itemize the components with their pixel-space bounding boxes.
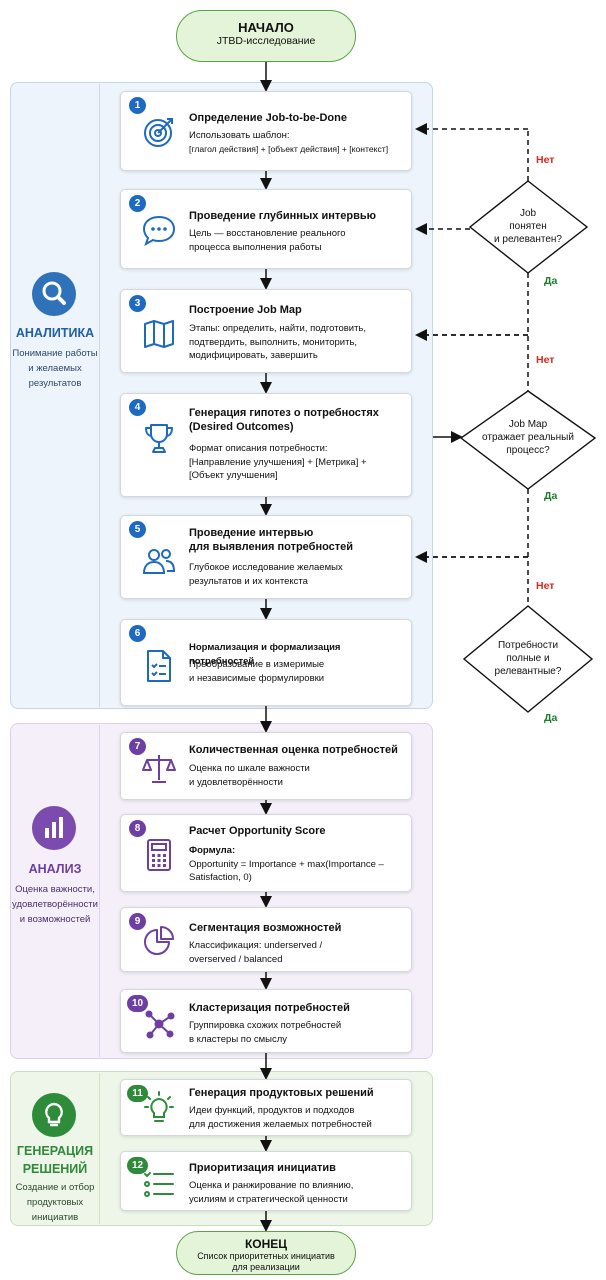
step-description: Оценка и ранжирование по влиянию,усилиям… bbox=[189, 1180, 354, 1205]
decision-yes-label: Да bbox=[544, 490, 558, 502]
decision-no-label: Нет bbox=[536, 354, 555, 366]
step-title: Проведение глубинных интервью bbox=[189, 210, 376, 222]
step-number: 8 bbox=[129, 820, 146, 837]
step-number: 2 bbox=[129, 195, 146, 212]
section-divider bbox=[99, 1073, 100, 1224]
target-icon bbox=[144, 118, 173, 147]
step-card-4: 4 Генерация гипотез о потребностях(Desir… bbox=[120, 393, 412, 497]
decision-diamond-2 bbox=[459, 390, 597, 490]
idea-lightbulb-icon bbox=[144, 1091, 174, 1122]
step-title: Генерация продуктовых решений bbox=[189, 1087, 374, 1099]
step-description: Формат описания потребности:[Направление… bbox=[189, 443, 367, 481]
decision-no-label: Нет bbox=[536, 154, 555, 166]
step-card-11: 11 Генерация продуктовых решений Идеи фу… bbox=[120, 1079, 412, 1136]
people-icon bbox=[142, 549, 176, 574]
analysis-bar-chart-icon bbox=[32, 806, 76, 850]
network-cluster-icon bbox=[145, 1010, 175, 1039]
step-card-1: 1 Определение Job-to-be-Done Использоват… bbox=[120, 91, 412, 171]
step-number: 10 bbox=[127, 995, 148, 1012]
step-card-12: 12 Приоритизация инициатив Оценка и ранж… bbox=[120, 1151, 412, 1211]
section-title: АНАЛИЗ bbox=[28, 862, 82, 876]
step-title: Расчет Opportunity Score bbox=[189, 825, 326, 837]
step-title: Генерация гипотез о потребностях(Desired… bbox=[189, 407, 379, 433]
step-title: Сегментация возможностей bbox=[189, 922, 342, 934]
step-title: Приоритизация инициатив bbox=[189, 1162, 336, 1174]
checklist-document-icon bbox=[147, 650, 171, 682]
decision-no-label: Нет bbox=[536, 580, 555, 592]
step-card-7: 7 Количественная оценка потребностей Оце… bbox=[120, 732, 412, 800]
step-number: 9 bbox=[129, 913, 146, 930]
step-card-6: 6 Нормализация и формализация потребност… bbox=[120, 619, 412, 706]
step-description: Этапы: определить, найти, подготовить,по… bbox=[189, 323, 367, 361]
decision-yes-label: Да bbox=[544, 712, 558, 724]
step-title: Количественная оценка потребностей bbox=[189, 744, 398, 756]
step-number: 3 bbox=[129, 295, 146, 312]
step-description: Классификация: underserved /overserved /… bbox=[189, 940, 323, 965]
step-number: 5 bbox=[129, 521, 146, 538]
map-icon bbox=[144, 320, 174, 348]
decision-yes-label: Да bbox=[544, 275, 558, 287]
step-number: 12 bbox=[127, 1157, 148, 1174]
decision-diamond-1 bbox=[468, 180, 589, 274]
scales-icon bbox=[142, 755, 176, 783]
list-icon bbox=[144, 1172, 174, 1197]
analytics-magnifier-icon bbox=[32, 272, 76, 316]
step-number: 4 bbox=[129, 399, 146, 416]
trophy-icon bbox=[145, 424, 173, 453]
section-divider bbox=[99, 84, 100, 707]
step-number: 6 bbox=[129, 625, 146, 642]
section-title: АНАЛИТИКА bbox=[15, 326, 95, 340]
step-title: Определение Job-to-be-Done bbox=[189, 112, 347, 124]
pie-chart-icon bbox=[144, 926, 174, 955]
section-divider bbox=[99, 725, 100, 1057]
step-title: Кластеризация потребностей bbox=[189, 1002, 350, 1014]
end-node: КОНЕЦ Список приоритетных инициатив для … bbox=[176, 1231, 356, 1275]
step-title: Нормализация и формализация потребностей bbox=[189, 642, 341, 667]
step-card-3: 3 Построение Job Map Этапы: определить, … bbox=[120, 289, 412, 373]
step-card-2: 2 Проведение глубинных интервью Цель — в… bbox=[120, 189, 412, 269]
decision-diamond-3 bbox=[462, 605, 594, 713]
step-card-8: 8 Расчет Opportunity Score Формула:Oppor… bbox=[120, 814, 412, 892]
step-number: 11 bbox=[127, 1085, 148, 1102]
chat-bubble-icon bbox=[142, 215, 176, 247]
step-card-9: 9 Сегментация возможностей Классификация… bbox=[120, 907, 412, 972]
step-description: Формула:Opportunity = Importance + max(I… bbox=[189, 845, 384, 883]
step-title: Построение Job Map bbox=[189, 304, 302, 316]
start-node: НАЧАЛО JTBD-исследование bbox=[176, 10, 356, 62]
step-description: Использовать шаблон:[глагол действия] + … bbox=[189, 130, 389, 154]
calculator-icon bbox=[147, 839, 171, 871]
lightbulb-icon bbox=[32, 1093, 76, 1137]
step-number: 1 bbox=[129, 97, 146, 114]
step-number: 7 bbox=[129, 738, 146, 755]
step-card-10: 10 Кластеризация потребностей Группировк… bbox=[120, 989, 412, 1053]
